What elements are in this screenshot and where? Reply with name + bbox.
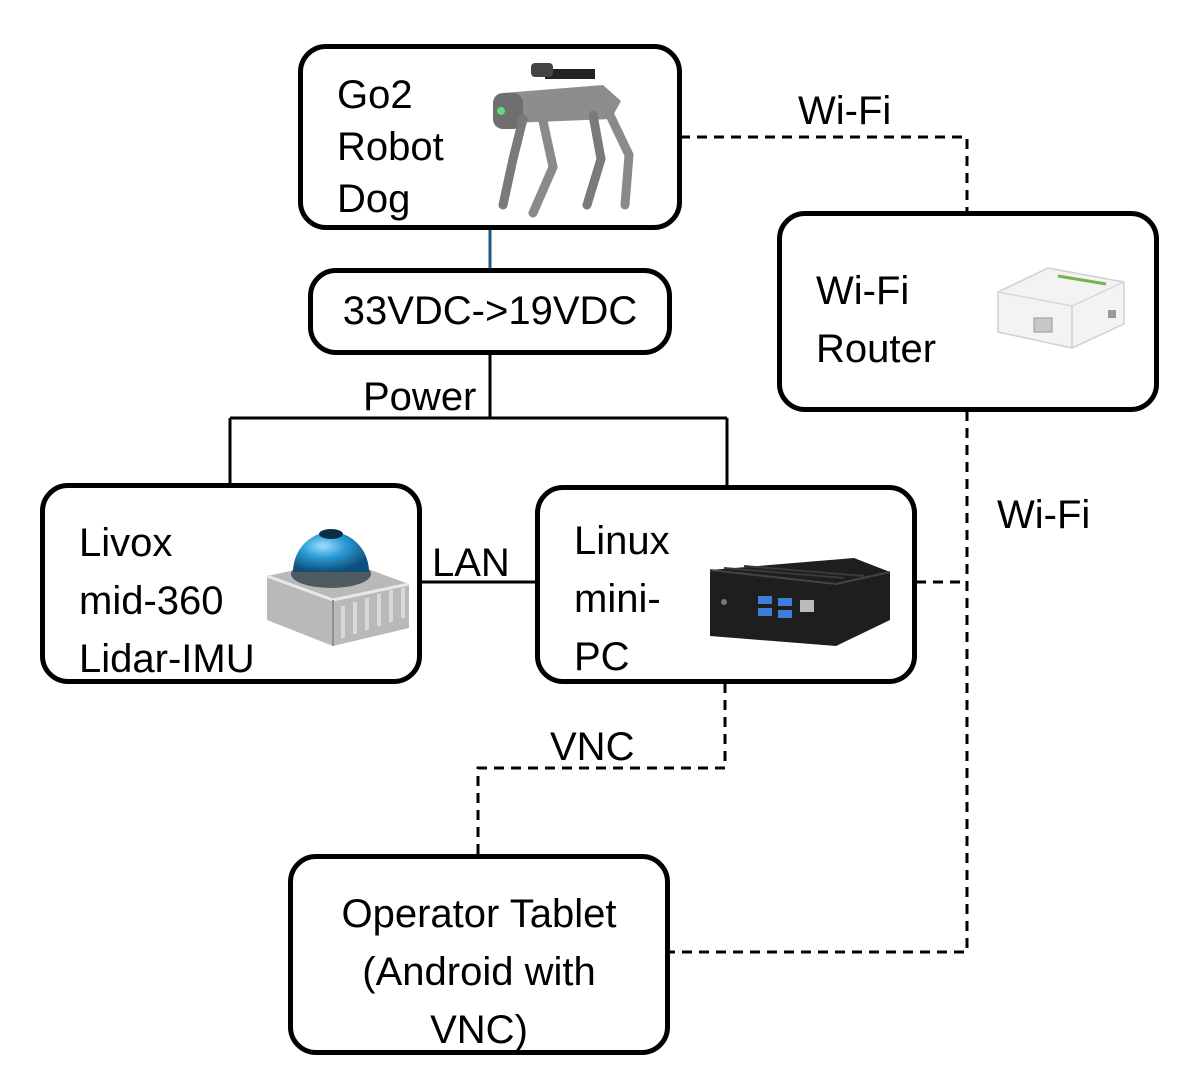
converter-label: 33VDC->19VDC: [342, 289, 638, 333]
tablet-label-line-1: Operator Tablet: [341, 892, 617, 936]
robot-dog-icon: [493, 63, 634, 218]
lidar-label-line-3: Lidar-IMU: [79, 637, 255, 681]
router-node: Wi-Fi Router: [777, 211, 1159, 412]
minipc-label-line-2: mini-: [574, 577, 661, 621]
mini-pc-icon: [709, 558, 891, 646]
robot-label-line-2: Robot: [337, 125, 444, 169]
edge-label-vnc: VNC: [550, 725, 635, 769]
edge-label-lan: LAN: [432, 541, 510, 585]
power-lines: [228, 353, 729, 487]
tablet-label-line-3: VNC): [430, 1008, 528, 1052]
tablet-label-line-2: (Android with: [362, 950, 596, 994]
minipc-label-line-1: Linux: [574, 519, 670, 563]
edge-label-power: Power: [363, 375, 477, 419]
lidar-icon: [266, 529, 410, 646]
tablet-node: Operator Tablet (Android with VNC): [288, 854, 670, 1055]
robot-label-line-3: Dog: [337, 177, 411, 221]
wifi-router-tablet-line: [668, 411, 969, 954]
router-icon: [997, 267, 1125, 349]
lidar-label-line-2: mid-360: [79, 579, 224, 623]
edge-label-wifi-top: Wi-Fi: [798, 89, 892, 133]
converter-node: 33VDC->19VDC: [308, 268, 672, 355]
wifi-robot-router-line: [680, 135, 969, 212]
vnc-line: [476, 683, 727, 855]
minipc-label-line-3: PC: [574, 635, 630, 679]
router-label-line-1: Wi-Fi: [816, 269, 910, 313]
minipc-node: Linux mini- PC: [535, 485, 917, 684]
lidar-label-line-1: Livox: [79, 521, 173, 565]
robot-node: Go2 Robot Dog: [298, 44, 682, 230]
robot-label-line-1: Go2: [337, 73, 413, 117]
edge-label-wifi-right: Wi-Fi: [997, 493, 1091, 537]
router-label-line-2: Router: [816, 327, 937, 371]
lidar-node: Livox mid-360 Lidar-IMU: [40, 483, 422, 684]
